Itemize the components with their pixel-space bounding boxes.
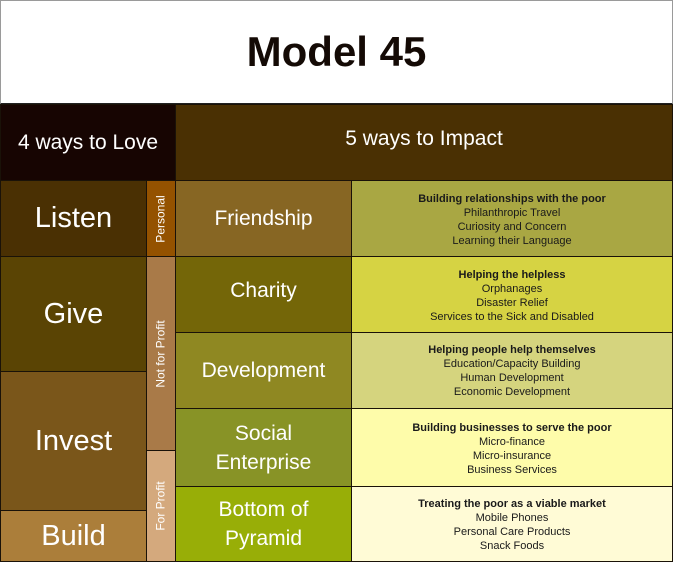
description-item: Personal Care Products	[453, 526, 571, 538]
description-item: Curiosity and Concern	[457, 221, 567, 233]
impact-way-label-line: Enterprise	[215, 450, 312, 474]
description-item: Micro-finance	[478, 436, 546, 448]
impact-way-bottom-of-pyramid: Bottom of Pyramid	[175, 486, 352, 562]
description-item: Learning their Language	[452, 235, 572, 247]
description-heading: Helping the helpless	[458, 269, 566, 281]
impact-way-label-line: Charity	[230, 279, 297, 302]
impact-description-friendship: Building relationships with the poor Phi…	[351, 180, 673, 257]
description-heading: Treating the poor as a viable market	[418, 498, 606, 510]
diagram-title: Model 45	[0, 0, 673, 105]
description-item: Philanthropic Travel	[463, 207, 561, 219]
impact-way-friendship: Friendship	[175, 180, 352, 257]
header-4-ways-to-love: 4 ways to Love	[0, 104, 176, 181]
impact-description-social-enterprise: Building businesses to serve the poor Mi…	[351, 408, 673, 487]
description-item: Education/Capacity Building	[443, 358, 581, 370]
impact-way-label-line: Social	[234, 421, 293, 445]
impact-way-development: Development	[175, 332, 352, 409]
description-heading: Building businesses to serve the poor	[412, 422, 612, 434]
header-5-ways-to-impact: 5 ways to Impact	[175, 104, 673, 181]
category-personal-label: Personal	[154, 194, 168, 243]
description-item: Orphanages	[481, 283, 543, 295]
description-item: Disaster Relief	[476, 297, 548, 309]
description-heading: Building relationships with the poor	[418, 193, 606, 205]
description-item: Services to the Sick and Disabled	[430, 311, 594, 323]
love-way-build: Build	[0, 510, 147, 562]
love-way-invest: Invest	[0, 371, 147, 511]
category-not-for-profit: Not for Profit	[146, 256, 176, 451]
love-way-give: Give	[0, 256, 147, 372]
category-not-for-profit-label: Not for Profit	[154, 319, 169, 388]
impact-description-bottom-of-pyramid: Treating the poor as a viable market Mob…	[351, 486, 673, 562]
impact-way-social-enterprise: Social Enterprise	[175, 408, 352, 487]
impact-description-development: Helping people help themselves Education…	[351, 332, 673, 409]
description-item: Human Development	[460, 372, 564, 384]
description-item: Mobile Phones	[475, 512, 549, 524]
description-item: Micro-insurance	[472, 450, 552, 462]
description-item: Snack Foods	[479, 540, 545, 552]
description-item: Economic Development	[453, 386, 571, 398]
love-way-listen: Listen	[0, 180, 147, 257]
impact-way-charity: Charity	[175, 256, 352, 333]
impact-way-label-line: Friendship	[214, 207, 313, 230]
impact-way-label-line: Development	[201, 359, 326, 382]
impact-way-label-line: Pyramid	[224, 527, 303, 550]
impact-way-label-line: Bottom of	[218, 498, 309, 521]
description-heading: Helping people help themselves	[428, 344, 596, 356]
category-personal: Personal	[146, 180, 176, 257]
category-for-profit: For Profit	[146, 450, 176, 562]
category-for-profit-label: For Profit	[154, 481, 168, 531]
description-item: Business Services	[467, 464, 557, 476]
impact-description-charity: Helping the helpless Orphanages Disaster…	[351, 256, 673, 333]
